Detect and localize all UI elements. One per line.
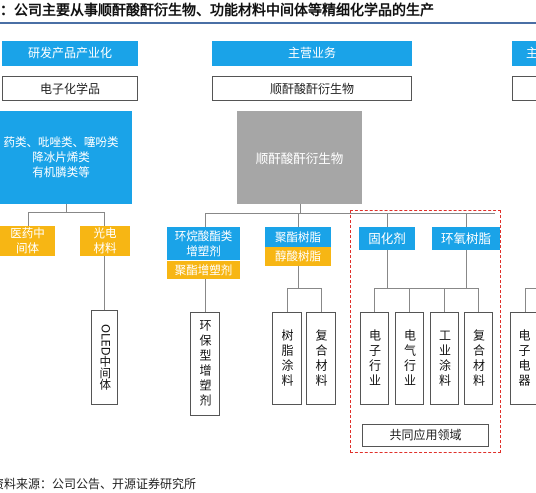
connector [205, 279, 206, 312]
connector [298, 213, 299, 227]
connector [466, 250, 467, 288]
header-main: 主营业务 [212, 41, 412, 66]
main-product-box: 顺酐酸酐衍生物 [237, 111, 362, 204]
connector [525, 288, 536, 289]
opto-line-1: 光电 [93, 226, 117, 240]
title-divider [0, 22, 536, 24]
opto-line-2: 材料 [93, 241, 117, 255]
polyester-resin-box: 聚酯树脂 [265, 227, 331, 247]
header-third: 主 [512, 41, 536, 66]
eco-leaf-label: 环保型增塑剂 [198, 319, 212, 409]
pharma-intermediate-box: 医药中 间体 [0, 226, 55, 256]
source-note: 资料来源：公司公告、开源证券研究所 [0, 477, 197, 491]
connector [287, 288, 288, 312]
connector [300, 204, 301, 214]
page-title: ：公司主要从事顺酐酸酐衍生物、功能材料中间体等精细化学品的生产 [0, 3, 434, 19]
connector [387, 250, 388, 288]
resin-coating-label: 树脂涂料 [280, 328, 294, 389]
oled-label: OLED中间体 [98, 324, 113, 391]
sub-main-business: 顺酐酸酐衍生物 [212, 76, 412, 101]
connector [104, 256, 105, 310]
connector [66, 204, 67, 212]
connector [298, 266, 299, 288]
electronic-appliance-label: 电子电器 [517, 328, 531, 389]
sub-electronic-chemicals: 电子化学品 [2, 76, 138, 101]
rd-product-line-2: 降冰片烯类 [32, 150, 90, 164]
industrial-coating-label: 工业涂料 [437, 328, 452, 389]
connector [374, 288, 479, 289]
connector [104, 212, 105, 226]
electrical-industry-leaf: 电气行业 [395, 312, 424, 405]
electronics-industry-leaf: 电子行业 [360, 312, 389, 405]
pharma-line-1: 医药中 [10, 226, 45, 240]
composite-material-leaf-1: 复合材料 [306, 312, 336, 405]
connector [321, 288, 322, 312]
header-rd: 研发产品产业化 [2, 41, 138, 66]
connector [205, 213, 206, 227]
optoelectronic-material-box: 光电 材料 [80, 226, 130, 256]
electrical-label: 电气行业 [402, 328, 417, 389]
electronics-label: 电子行业 [367, 328, 382, 389]
resin-coating-leaf: 树脂涂料 [272, 312, 302, 405]
eco-plasticizer-line-1: 环烷酸酯类 [174, 228, 233, 243]
alkyd-resin-box: 醇酸树脂 [265, 247, 331, 266]
epoxy-resin-box: 环氧树脂 [432, 227, 500, 250]
eco-plasticizer-line-2: 增塑剂 [186, 243, 221, 258]
connector [525, 288, 526, 312]
connector [287, 288, 321, 289]
composite-2-label: 复合材料 [471, 328, 486, 389]
connector [387, 213, 388, 227]
oled-intermediate-box: OLED中间体 [91, 310, 118, 405]
rd-product-box: 药类、吡唑类、噻吩类 降冰片烯类 有机膦类等 [0, 111, 132, 204]
eco-plasticizer-box: 环烷酸酯类 增塑剂 [167, 227, 240, 260]
rd-product-line-3: 有机膦类等 [32, 165, 90, 179]
electronic-appliance-leaf: 电子电器 [510, 312, 536, 405]
connector [409, 288, 410, 312]
industrial-coating-leaf: 工业涂料 [430, 312, 459, 405]
connector [444, 288, 445, 312]
connector [28, 212, 105, 213]
polyester-plasticizer-box: 聚酯增塑剂 [167, 261, 240, 279]
common-application-region [350, 210, 501, 453]
connector [478, 288, 479, 312]
pharma-line-2: 间体 [16, 241, 39, 255]
common-field-box: 共同应用领域 [362, 424, 489, 447]
eco-plasticizer-leaf: 环保型增塑剂 [190, 312, 220, 416]
connector [466, 213, 467, 227]
rd-product-line-1: 药类、吡唑类、噻吩类 [3, 135, 119, 149]
connector [28, 212, 29, 226]
composite-1-label: 复合材料 [314, 328, 328, 389]
composite-material-leaf-2: 复合材料 [464, 312, 493, 405]
sub-third [512, 76, 536, 101]
curing-agent-box: 固化剂 [359, 227, 415, 250]
connector [374, 288, 375, 312]
